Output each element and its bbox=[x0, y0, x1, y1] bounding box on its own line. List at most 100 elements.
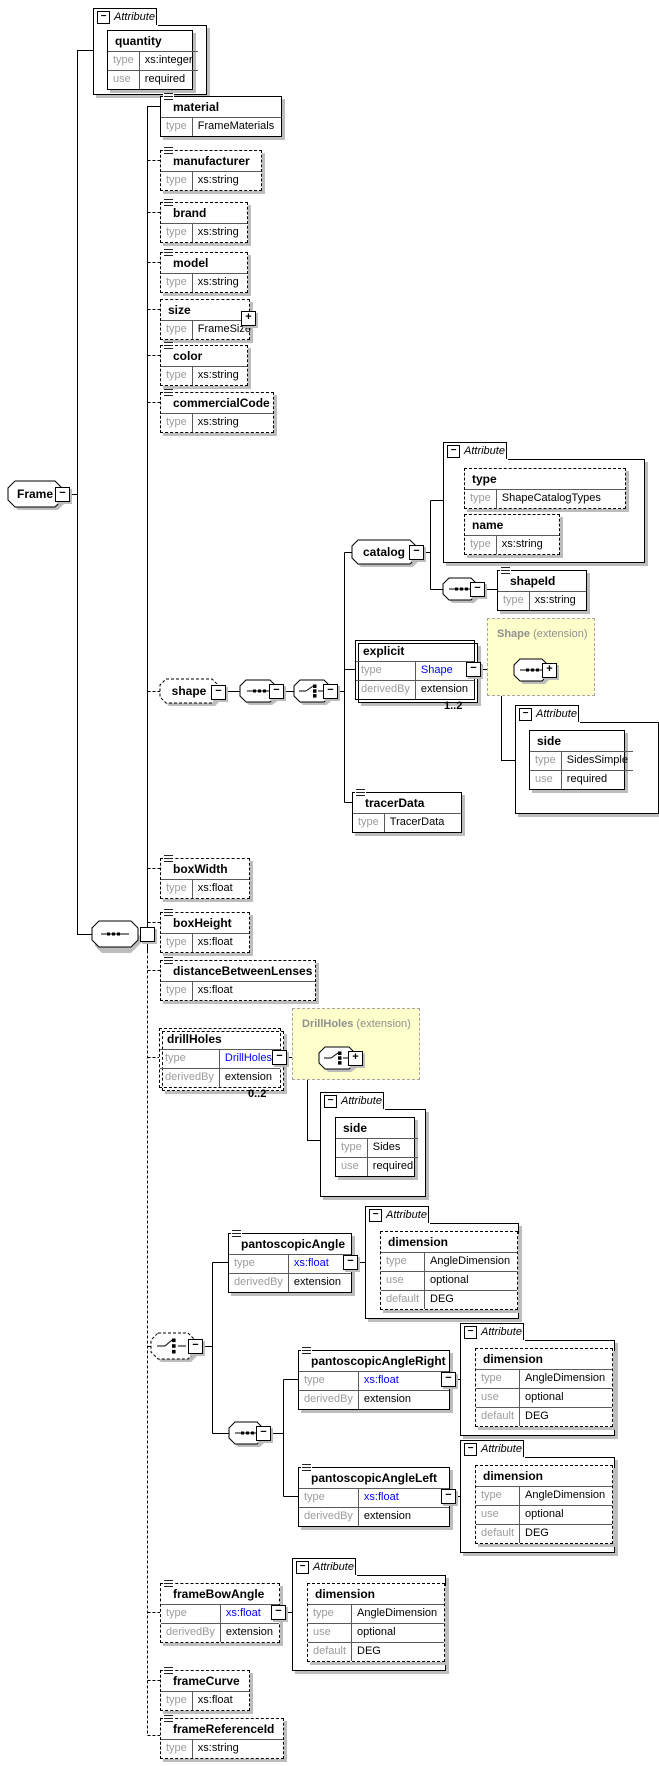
prop-value: extension bbox=[288, 1273, 351, 1292]
collapse-icon[interactable]: − bbox=[519, 707, 532, 721]
compositor-sequence[interactable] bbox=[91, 920, 146, 955]
collapse-icon[interactable]: − bbox=[441, 1372, 456, 1387]
collapse-icon[interactable]: − bbox=[441, 1489, 456, 1504]
simple-content-icon bbox=[231, 1230, 242, 1238]
prop-value: AngleDimension bbox=[352, 1604, 444, 1623]
prop-value: xs:string bbox=[192, 273, 247, 292]
element-frame[interactable]: Frame bbox=[7, 480, 70, 514]
compositor-sequence[interactable] bbox=[513, 658, 556, 689]
element-shape[interactable]: shape bbox=[159, 678, 222, 710]
collapse-icon[interactable]: − bbox=[256, 1426, 271, 1441]
collapse-icon[interactable]: − bbox=[464, 1325, 477, 1339]
type-link[interactable]: xs:float bbox=[358, 1371, 449, 1390]
node-title: tracerData bbox=[365, 796, 425, 810]
collapse-icon[interactable]: − bbox=[296, 1560, 309, 1574]
expand-icon[interactable]: + bbox=[542, 663, 557, 678]
collapse-icon[interactable]: − bbox=[97, 10, 110, 24]
prop-value: SidesSimple bbox=[561, 751, 633, 770]
collapse-icon[interactable]: − bbox=[409, 545, 424, 560]
prop-value: xs:string bbox=[192, 223, 247, 242]
collapse-icon[interactable]: − bbox=[466, 662, 481, 677]
prop-value: xs:float bbox=[192, 879, 249, 898]
expand-icon[interactable]: + bbox=[241, 311, 256, 326]
prop-key: type bbox=[299, 1488, 359, 1507]
type-link[interactable]: xs:float bbox=[288, 1254, 351, 1273]
collapse-icon[interactable]: − bbox=[447, 444, 460, 458]
node-title: pantoscopicAngleLeft bbox=[311, 1471, 438, 1485]
collapse-icon[interactable]: − bbox=[470, 582, 485, 597]
collapse-icon[interactable]: − bbox=[369, 1208, 382, 1222]
prop-key: type bbox=[108, 51, 140, 70]
type-link[interactable]: xs:float bbox=[358, 1488, 449, 1507]
compositor-handle[interactable] bbox=[140, 927, 155, 942]
prop-value: required bbox=[139, 70, 198, 89]
collapse-icon[interactable]: − bbox=[464, 1442, 477, 1456]
prop-key: derivedBy bbox=[356, 680, 416, 699]
prop-value: ShapeCatalogTypes bbox=[496, 489, 625, 508]
prop-value: xs:string bbox=[192, 366, 247, 385]
prop-value: xs:string bbox=[529, 591, 586, 610]
type-link[interactable]: Shape bbox=[415, 661, 474, 680]
collapse-icon[interactable]: − bbox=[272, 1050, 287, 1065]
prop-value: AngleDimension bbox=[425, 1252, 517, 1271]
collapse-icon[interactable]: − bbox=[323, 684, 338, 699]
collapse-icon[interactable]: − bbox=[188, 1339, 203, 1354]
collapse-icon[interactable]: − bbox=[324, 1094, 337, 1108]
prop-key: type bbox=[356, 661, 416, 680]
collapse-icon[interactable]: − bbox=[343, 1255, 358, 1270]
catalog-outline bbox=[351, 539, 417, 565]
node-title: frameReferenceId bbox=[173, 1722, 275, 1736]
prop-key: type bbox=[161, 981, 193, 1000]
compositor-sequence[interactable] bbox=[442, 577, 485, 608]
type-link[interactable]: DrillHoles bbox=[219, 1049, 280, 1068]
compositor-choice[interactable] bbox=[318, 1046, 363, 1077]
prop-key: type bbox=[161, 117, 193, 136]
node-title: dimension bbox=[483, 1352, 544, 1366]
prop-key: use bbox=[108, 70, 140, 89]
expand-icon[interactable]: + bbox=[348, 1051, 363, 1066]
element-catalog[interactable]: catalog bbox=[351, 539, 420, 571]
node-title: frameBowAngle bbox=[173, 1587, 265, 1601]
collapse-icon[interactable]: − bbox=[269, 684, 284, 699]
prop-value: DEG bbox=[425, 1290, 517, 1309]
collapse-icon[interactable]: − bbox=[55, 487, 70, 502]
prop-key: type bbox=[299, 1371, 359, 1390]
collapse-icon[interactable]: − bbox=[271, 1605, 286, 1620]
type-link[interactable]: xs:float bbox=[220, 1604, 279, 1623]
compositor-choice-optional[interactable] bbox=[150, 1332, 203, 1367]
prop-key: derivedBy bbox=[161, 1623, 221, 1642]
collapse-icon[interactable]: − bbox=[211, 685, 226, 700]
